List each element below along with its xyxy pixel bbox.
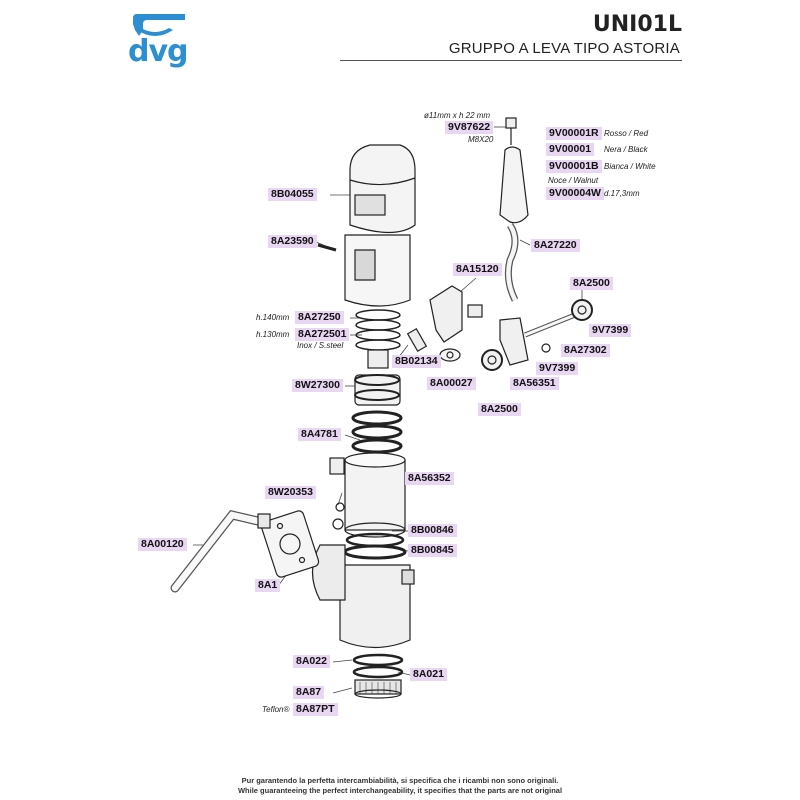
part-9V7399-a: 9V7399 xyxy=(589,324,632,337)
note-nera: Nera / Black xyxy=(604,145,648,154)
part-9V00004W: 9V00004W xyxy=(546,187,604,200)
part-8A56352: 8A56352 xyxy=(405,472,454,485)
part-8B04055: 8B04055 xyxy=(268,188,317,201)
part-8A2500-bottom: 8A2500 xyxy=(478,403,521,416)
part-8A4781: 8A4781 xyxy=(298,428,341,441)
part-8A87: 8A87 xyxy=(293,686,325,699)
footer-english: While guaranteeing the perfect interchan… xyxy=(237,786,563,795)
part-8A021: 8A021 xyxy=(410,668,447,681)
note-h140: h.140mm xyxy=(256,313,290,322)
part-9V7399-b: 9V7399 xyxy=(536,362,579,375)
part-8A15120: 8A15120 xyxy=(453,263,502,276)
note-teflon: Teflon® xyxy=(262,705,290,714)
note-rosso: Rosso / Red xyxy=(604,129,649,138)
part-8A00027: 8A00027 xyxy=(427,377,476,390)
part-8A23590: 8A23590 xyxy=(268,235,317,248)
note-h130: h.130mm xyxy=(256,330,290,339)
footer-italian: Pur garantendo la perfetta intercambiabi… xyxy=(241,776,559,785)
part-8A00120: 8A00120 xyxy=(138,538,187,551)
part-9V00001B: 9V00001B xyxy=(546,160,602,173)
part-8W27300: 8W27300 xyxy=(292,379,343,392)
page-subtitle: GRUPPO A LEVA TIPO ASTORIA xyxy=(448,40,680,57)
part-8B02134: 8B02134 xyxy=(392,355,441,368)
part-8A1: 8A1 xyxy=(255,579,281,592)
part-9V87622: 9V87622 xyxy=(445,121,494,134)
part-8A2500-top: 8A2500 xyxy=(570,277,613,290)
brand-name: dvg xyxy=(128,34,189,69)
part-9V00001R: 9V00001R xyxy=(546,127,602,140)
part-8A27220: 8A27220 xyxy=(531,239,580,252)
note-m8x20: M8X20 xyxy=(468,135,494,144)
page-title: UNI01L xyxy=(592,12,682,37)
part-8B00845: 8B00845 xyxy=(408,544,457,557)
note-bianca: Bianca / White xyxy=(604,162,656,171)
part-8A87PT: 8A87PT xyxy=(293,703,338,716)
header-rule xyxy=(340,60,682,61)
part-8A27250: 8A27250 xyxy=(295,311,344,324)
part-8A56351: 8A56351 xyxy=(510,377,559,390)
part-8B00846: 8B00846 xyxy=(408,524,457,537)
note-inox: Inox / S.steel xyxy=(297,341,344,350)
dvg-logo-icon xyxy=(133,14,185,36)
note-d173: d.17,3mm xyxy=(604,189,640,198)
part-8A022: 8A022 xyxy=(293,655,330,668)
part-9V00001: 9V00001 xyxy=(546,143,595,156)
part-8A272501: 8A272501 xyxy=(295,328,350,341)
note-dimension-top: ø11mm x h 22 mm xyxy=(424,111,491,120)
part-8A27302: 8A27302 xyxy=(561,344,610,357)
part-8W20353: 8W20353 xyxy=(265,486,316,499)
note-noce: Noce / Walnut xyxy=(548,176,599,185)
